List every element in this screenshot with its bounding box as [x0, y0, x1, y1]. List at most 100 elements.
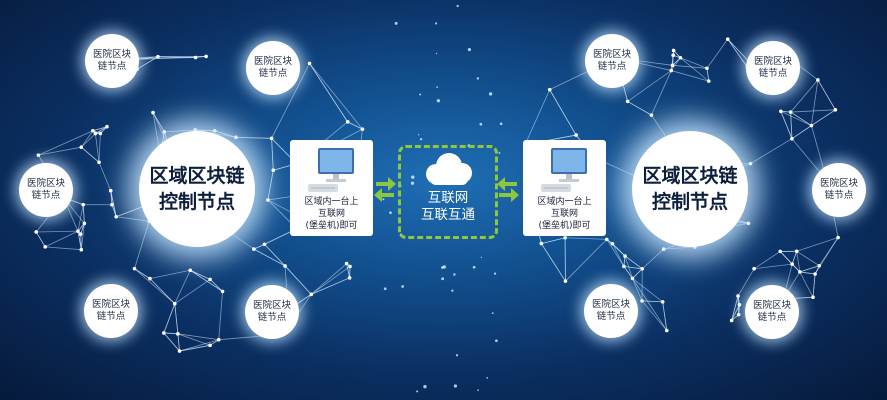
mesh-line — [670, 57, 681, 71]
mesh-line — [641, 248, 664, 270]
node-label: 链节点 — [96, 311, 126, 322]
mesh-dot — [752, 266, 756, 271]
mesh-line — [253, 248, 286, 267]
mesh-line — [309, 63, 363, 130]
right-card-line3: (堡垒机)即可 — [538, 221, 591, 231]
internet-box: 互联网 互联互通 — [398, 145, 498, 239]
right-card-line2: 互联网 — [550, 209, 578, 219]
mesh-line — [38, 130, 94, 156]
right-hospital-node-bottom-left: 医院区块 链节点 — [584, 284, 638, 338]
mesh-line — [662, 301, 668, 331]
mesh-dot — [148, 276, 152, 281]
mesh-dot — [78, 232, 83, 236]
mesh-line — [791, 251, 798, 265]
mesh-dot — [204, 54, 208, 59]
mesh-dot — [79, 247, 84, 252]
mesh-dot — [216, 337, 221, 342]
mesh-dot — [76, 229, 80, 233]
mesh-line — [750, 138, 793, 164]
mesh-dot — [271, 168, 276, 173]
mesh-line — [134, 268, 151, 279]
mesh-line — [35, 231, 46, 248]
right-card-line1: 区域内一台上 — [537, 197, 592, 207]
left-hospital-node-bottom-left: 医院区块 链节点 — [84, 284, 138, 338]
mesh-dot — [162, 130, 167, 134]
mesh-line — [814, 237, 839, 275]
mesh-line — [149, 278, 176, 305]
mesh-dot — [746, 221, 751, 226]
mesh-line — [163, 332, 180, 352]
star-dot — [491, 312, 494, 314]
mesh-line — [541, 237, 566, 244]
right-hospital-node-top-right: 医院区块 链节点 — [746, 41, 800, 95]
star-dot — [480, 256, 483, 259]
mesh-line — [253, 243, 265, 250]
mesh-line — [80, 223, 85, 235]
mesh-line — [737, 268, 755, 297]
mesh-dot — [563, 279, 568, 283]
mesh-dot — [736, 312, 741, 317]
mesh-dot — [748, 161, 753, 166]
mesh-dot — [105, 124, 109, 129]
mesh-line — [190, 269, 211, 280]
mesh-line — [632, 278, 668, 331]
star-dot — [382, 198, 385, 201]
mesh-line — [267, 170, 274, 201]
mesh-line — [45, 230, 79, 248]
star-dot — [416, 390, 419, 393]
mesh-line — [524, 89, 551, 145]
star-dot — [411, 175, 415, 179]
node-label: 链节点 — [596, 311, 626, 322]
mesh-dot — [208, 277, 212, 282]
mesh-line — [780, 110, 812, 126]
mesh-dot — [82, 221, 87, 226]
right-gateway-card: 区域内一台上 互联网 (堡垒机)即可 — [523, 140, 606, 236]
mesh-line — [790, 79, 819, 113]
mesh-dot — [539, 241, 544, 246]
mesh-line — [565, 237, 607, 240]
star-dot — [436, 86, 438, 88]
mesh-dot — [108, 188, 113, 193]
mesh-line — [680, 57, 710, 82]
star-dot — [442, 265, 447, 269]
mesh-line — [92, 126, 108, 132]
mesh-dot — [176, 332, 180, 336]
mesh-line — [80, 234, 82, 250]
mesh-line — [796, 250, 820, 267]
star-dot — [418, 134, 420, 136]
mesh-dot — [79, 145, 84, 149]
mesh-dot — [661, 247, 666, 251]
mesh-dot — [660, 300, 665, 304]
star-dot — [419, 93, 422, 96]
mesh-line — [671, 70, 709, 82]
mesh-line — [731, 295, 739, 321]
mesh-line — [311, 277, 350, 295]
mesh-line — [706, 68, 710, 82]
mesh-line — [179, 344, 211, 352]
mesh-line — [780, 111, 793, 139]
mesh-line — [799, 271, 814, 298]
mesh-line — [549, 89, 577, 136]
mesh-line — [811, 109, 836, 126]
mesh-line — [672, 50, 675, 66]
mesh-line — [209, 279, 223, 292]
mesh-line — [218, 291, 223, 340]
mesh-dot — [151, 110, 155, 115]
mesh-line — [624, 255, 643, 270]
mesh-dot — [640, 267, 645, 271]
mesh-line — [799, 265, 820, 273]
mesh-line — [271, 63, 310, 139]
mesh-dot — [110, 202, 114, 207]
mesh-dot — [794, 249, 799, 254]
left-double-arrow-icon — [374, 177, 396, 202]
left-hospital-node-left: 医院区块 链节点 — [19, 163, 73, 217]
mesh-line — [791, 263, 801, 273]
node-label: 医院区块 — [26, 178, 65, 189]
left-gateway-card: 区域内一台上 互联网 (堡垒机)即可 — [290, 140, 373, 236]
star-dot — [435, 22, 438, 25]
star-dot — [423, 384, 427, 389]
node-label: 链节点 — [824, 190, 854, 201]
mesh-dot — [220, 289, 225, 294]
left-core-line1: 区域区块链 — [149, 165, 245, 187]
